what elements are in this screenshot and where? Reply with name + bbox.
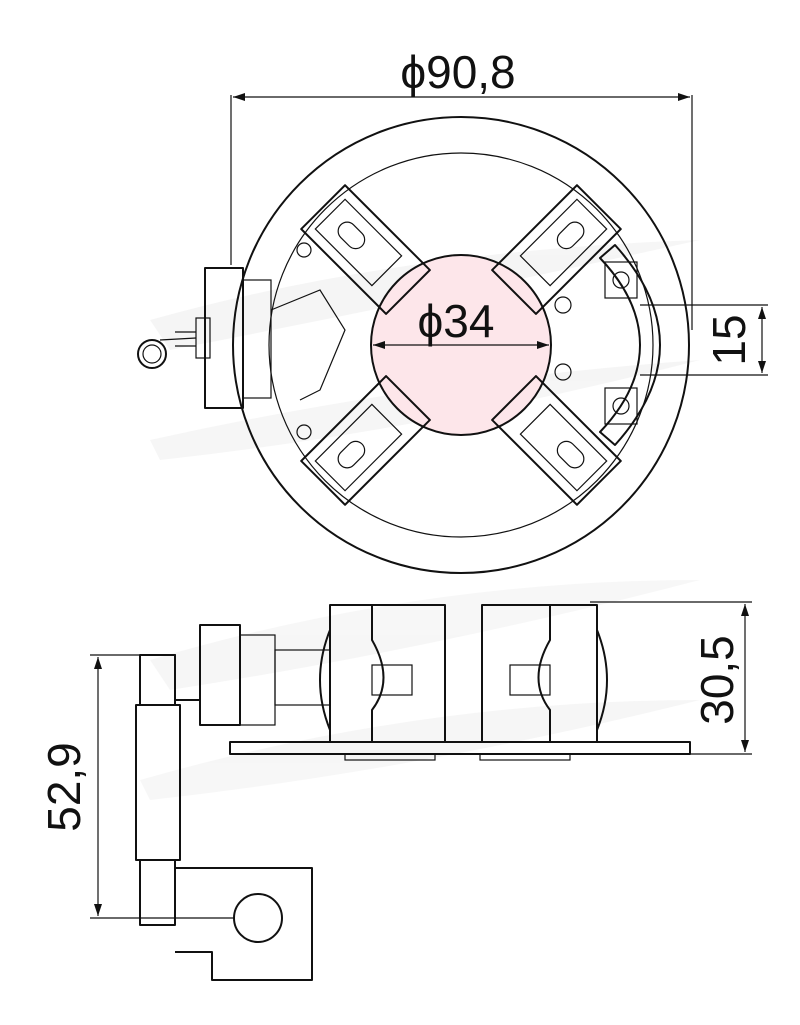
side-view: 30,5 52,9	[38, 601, 752, 981]
offset-label: 15	[703, 314, 755, 365]
dimension-lead-length: 52,9	[38, 654, 235, 919]
outer-plate	[232, 116, 690, 574]
brush-holder-top-left	[300, 184, 431, 315]
brush-holder-bottom-right	[491, 375, 622, 506]
mount-hole	[296, 424, 312, 440]
mount-hole	[554, 296, 572, 314]
base-plate	[229, 741, 691, 755]
lead-wire	[135, 654, 313, 981]
side-holder-right	[481, 604, 608, 743]
brush-holder-top-right	[491, 184, 622, 315]
lead-length-label: 52,9	[38, 742, 90, 832]
dimension-inner-diameter: ϕ34	[373, 295, 549, 349]
lug-hole	[233, 893, 283, 943]
side-holder-left	[319, 604, 446, 743]
height-label: 30,5	[691, 635, 743, 725]
mount-hole	[296, 242, 312, 258]
side-connector	[199, 624, 331, 726]
dimension-offset: 15	[640, 304, 768, 376]
brush-holder-bottom-left	[300, 375, 431, 506]
mount-hole	[554, 363, 572, 381]
inner-ring	[268, 152, 654, 538]
dimension-height: 30,5	[590, 601, 752, 755]
left-connector	[137, 267, 346, 409]
dimension-outer-diameter: ϕ90,8	[230, 46, 693, 330]
top-view: ϕ90,8 ϕ34 15	[137, 46, 768, 574]
outer-diameter-label: ϕ90,8	[400, 46, 515, 98]
terminal-bracket	[599, 244, 661, 446]
inner-diameter-label: ϕ34	[418, 295, 495, 347]
